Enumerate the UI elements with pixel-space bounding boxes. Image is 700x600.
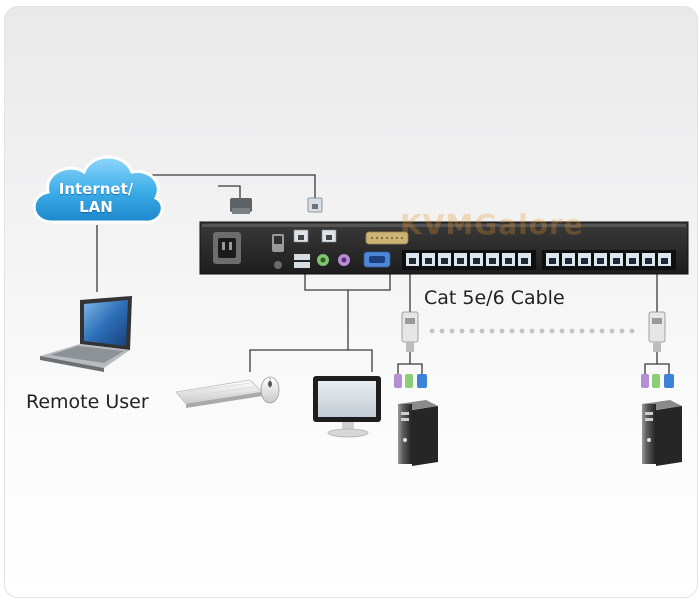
cloud-label: Internet/ LAN [36,180,156,216]
mouse-icon [260,376,280,404]
adapter-right-lead-b [657,363,670,374]
adapter-left-lead-a [397,352,411,374]
cloud-label-line-1: Internet/ [58,180,134,198]
cloud-label-line-2: LAN [79,198,113,216]
connection-lines [96,174,670,374]
remote-user-label: Remote User [26,391,149,413]
kvm-adapter-left-icon [401,311,419,352]
computer-tower-left-icon [398,400,438,466]
adapter-left-lead-b [410,363,423,374]
computer-tower-right-icon [642,400,682,466]
port-bank-left [402,250,536,270]
laptop-icon [40,296,132,372]
line-cloud-to-lan-port [140,174,316,198]
lan-plug-icon [307,197,323,213]
line-console-bracket [304,272,391,291]
cloud-icon [32,155,164,224]
dotted-continuation [429,328,635,334]
monitor-icon [313,376,381,438]
keyboard-icon [175,379,263,408]
kvm-adapter-right-icon [648,311,666,352]
port-bank-right [542,250,676,270]
adapter-plugs-right [641,374,674,388]
line-power-cord [218,185,241,198]
line-console-split [249,349,373,372]
adapter-right-lead-a [644,352,658,374]
adapter-plugs-left [394,374,427,388]
power-plug-icon [230,198,252,214]
watermark-logo: KVMGalore [400,208,584,241]
cable-label: Cat 5e/6 Cable [424,287,565,309]
